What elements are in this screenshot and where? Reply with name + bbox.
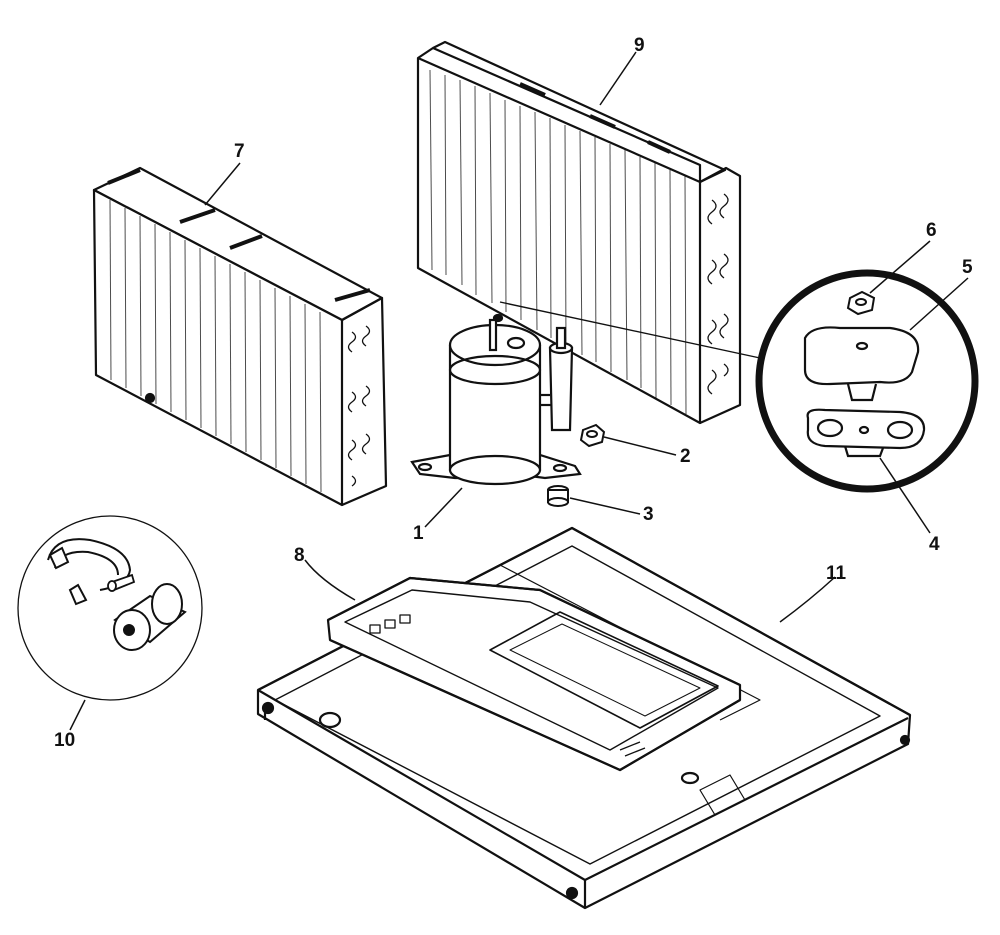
callout-3: 3 bbox=[643, 504, 654, 525]
callout-8: 8 bbox=[294, 545, 305, 566]
detail-circle-clamp bbox=[17, 515, 203, 701]
clamp-10 bbox=[47, 538, 132, 606]
cushion-5 bbox=[803, 326, 920, 402]
compressor-1 bbox=[410, 313, 582, 486]
coil-7 bbox=[92, 166, 388, 507]
callout-2: 2 bbox=[680, 446, 691, 467]
screw-10 bbox=[107, 573, 136, 592]
grommet-3 bbox=[547, 485, 641, 515]
tray-8 bbox=[326, 576, 742, 772]
callout-5: 5 bbox=[962, 257, 973, 278]
callout-7: 7 bbox=[234, 141, 245, 162]
grommet-nut-2 bbox=[579, 423, 677, 456]
callout-4: 4 bbox=[929, 534, 940, 555]
nut-6 bbox=[846, 290, 876, 316]
callout-1: 1 bbox=[413, 523, 424, 544]
callout-9: 9 bbox=[634, 35, 645, 56]
mounting-plate-4 bbox=[806, 408, 926, 458]
leader-lines bbox=[69, 51, 969, 731]
callout-11: 11 bbox=[826, 563, 847, 584]
callout-6: 6 bbox=[926, 220, 937, 241]
callout-10: 10 bbox=[54, 730, 76, 751]
capacitor-10 bbox=[113, 583, 187, 651]
detail-circle-mount bbox=[499, 269, 979, 493]
